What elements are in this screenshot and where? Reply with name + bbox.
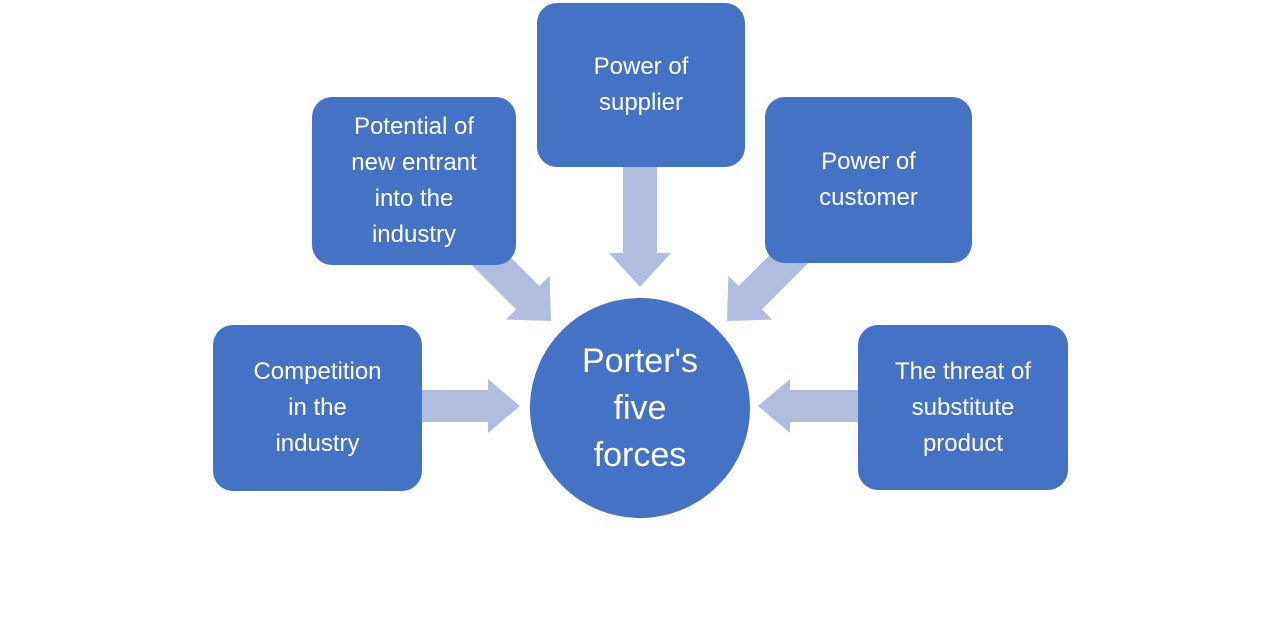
node-power-of-customer-label: Power of customer bbox=[819, 148, 918, 211]
node-threat-of-substitute: The threat of substitute product bbox=[858, 325, 1068, 490]
node-center-porters-five-forces: Porter's five forces bbox=[530, 298, 750, 518]
arrow-down-from-supplier-icon bbox=[609, 162, 671, 287]
arrow-left-from-substitute-icon bbox=[758, 379, 862, 433]
node-competition-in-industry: Competition in the industry bbox=[213, 325, 422, 491]
arrow-right-from-competition-icon bbox=[416, 379, 520, 433]
node-competition-in-industry-label: Competition in the industry bbox=[253, 358, 382, 457]
node-potential-of-new-entrant-label: Potential of new entrant into the indust… bbox=[351, 113, 477, 248]
node-potential-of-new-entrant: Potential of new entrant into the indust… bbox=[312, 97, 516, 265]
node-power-of-supplier: Power of supplier bbox=[537, 3, 745, 167]
node-power-of-supplier-label: Power of supplier bbox=[593, 53, 689, 116]
node-center-label: Porter's five forces bbox=[581, 341, 699, 474]
node-threat-of-substitute-label: The threat of substitute product bbox=[894, 357, 1032, 457]
node-power-of-customer: Power of customer bbox=[765, 97, 972, 263]
